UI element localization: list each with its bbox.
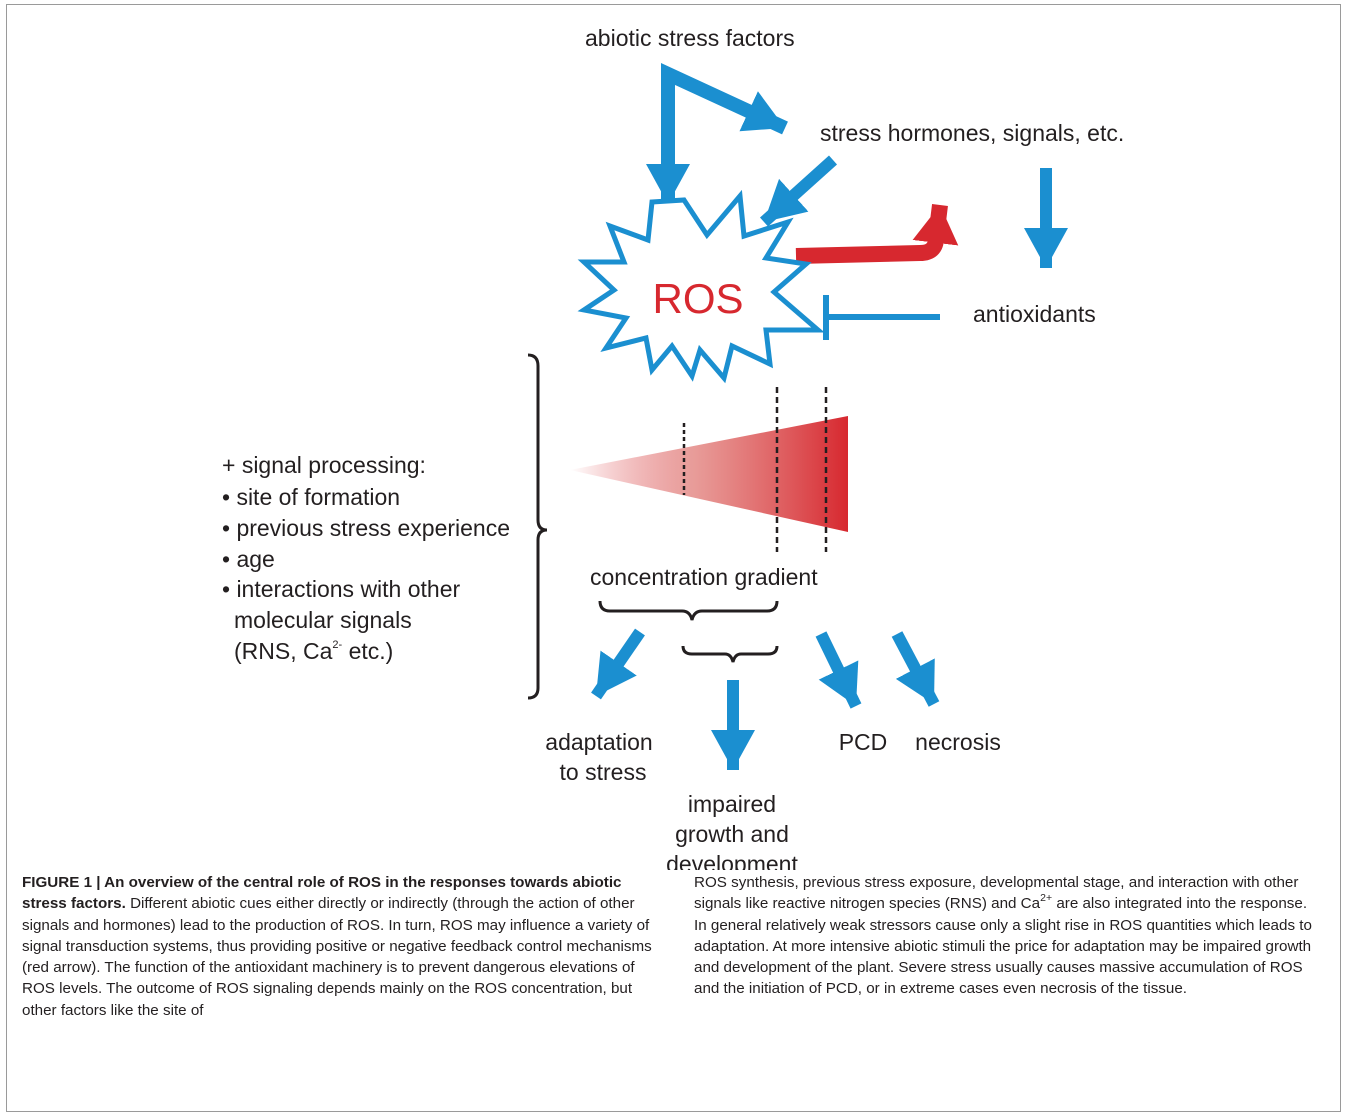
concentration-gradient-label: concentration gradient [590,564,818,590]
adaptation-label-line2: to stress [560,759,647,785]
concentration-gradient-wedge [570,416,848,532]
ca-superscript: 2+ [1040,892,1053,905]
factor-interactions: • interactions with other [222,576,461,602]
adaptation-range-brace [598,600,779,621]
pcd-label: PCD [839,729,888,755]
impaired-label-line1: impaired [688,791,776,817]
ros-overview-diagram: abiotic stress factors stress hormones, … [222,25,1124,870]
caption-left-column: FIGURE 1 | An overview of the central ro… [22,872,664,1021]
antioxidant-inhibition-bar [823,295,940,340]
signal-processing-heading: + signal processing: [222,452,426,478]
impaired-label-line2: growth and [675,821,789,847]
impaired-range-brace [681,645,779,663]
figure-caption-title: FIGURE 1 | An overview of the central ro… [22,874,622,913]
stress-hormones-label: stress hormones, signals, etc. [820,120,1124,146]
ros-feedback-arrow [795,204,959,264]
adaptation-arrow [591,628,645,700]
antioxidants-label: antioxidants [973,301,1096,327]
factor-previous-stress: • previous stress experience [222,515,510,541]
necrosis-label: necrosis [915,729,1001,755]
factor-rns-ca: (RNS, Ca2- etc.) [234,638,393,664]
abiotic-to-ros-arrow [661,63,788,160]
caption-right-column: ROS synthesis, previous stress exposure,… [694,872,1316,1000]
factor-site-of-formation: • site of formation [222,484,400,510]
signal-processing-list: + signal processing: • site of formation… [222,452,510,664]
abiotic-stress-factors-label: abiotic stress factors [585,25,795,51]
pcd-arrow [815,631,862,709]
figure-caption-body-left: Different abiotic cues either directly o… [22,895,652,1019]
figure-frame [6,4,1341,1112]
factor-molecular-signals: molecular signals [234,607,412,633]
factor-age: • age [222,546,275,572]
figure-caption-body-right-b: are also integrated into the response. I… [694,895,1312,998]
adaptation-label-line1: adaptation [545,729,652,755]
ros-starburst [577,189,825,384]
ros-label: ROS [652,275,743,322]
impaired-label-line3: development [666,851,798,870]
hormones-to-ros-arrow [759,155,838,227]
figure-caption-body-right-a: ROS synthesis, previous stress exposure,… [694,874,1299,913]
signal-processing-brace [527,353,548,700]
necrosis-arrow [891,631,940,707]
